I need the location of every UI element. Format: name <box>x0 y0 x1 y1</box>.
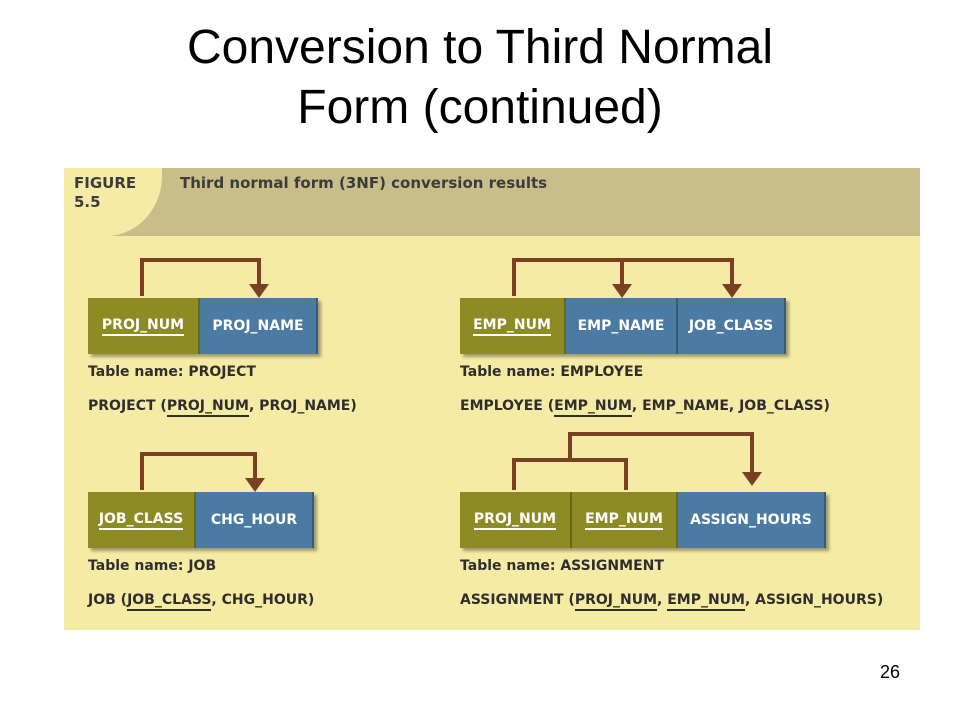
job-arrowhead <box>245 478 265 492</box>
project-cell-proj-name: PROJ_NAME <box>200 298 318 354</box>
assignment-schema: ASSIGNMENT (PROJ_NUM, EMP_NUM, ASSIGN_HO… <box>460 592 883 611</box>
job-cell-chg-hour: CHG_HOUR <box>196 492 314 548</box>
job-cell-job-class: JOB_CLASS <box>88 492 196 548</box>
employee-arrowhead-emp-name <box>612 284 632 298</box>
slide-title-line1: Conversion to Third Normal <box>186 21 773 74</box>
employee-cell-emp-num: EMP_NUM <box>460 298 566 354</box>
project-table-name: Table name: PROJECT <box>88 364 256 380</box>
assignment-cell-proj-num: PROJ_NUM <box>460 492 572 548</box>
assignment-arrowhead <box>742 472 762 486</box>
job-schema-key: JOB_CLASS <box>127 592 212 611</box>
project-schema: PROJECT (PROJ_NUM, PROJ_NAME) <box>88 398 357 417</box>
project-arrowhead <box>249 284 269 298</box>
slide-title: Conversion to Third Normal Form (continu… <box>0 18 960 138</box>
employee-table-name: Table name: EMPLOYEE <box>460 364 644 380</box>
assignment-dependency-arrow <box>568 432 754 478</box>
assignment-key-bracket <box>512 458 628 490</box>
page-number: 26 <box>880 662 901 682</box>
employee-cell-job-class: JOB_CLASS <box>678 298 786 354</box>
employee-schema: EMPLOYEE (EMP_NUM, EMP_NAME, JOB_CLASS) <box>460 398 830 417</box>
figure-caption: Third normal form (3NF) conversion resul… <box>180 174 548 192</box>
project-cell-proj-num: PROJ_NUM <box>88 298 200 354</box>
employee-arrowhead-job-class <box>722 284 742 298</box>
figure-label-line2: 5.5 <box>74 193 101 211</box>
figure-header <box>64 168 920 236</box>
dependency-arrows <box>140 258 762 492</box>
assignment-cell-emp-num: EMP_NUM <box>572 492 678 548</box>
assignment-table-name: Table name: ASSIGNMENT <box>460 558 664 574</box>
assignment-schema-key-emp-num: EMP_NUM <box>667 592 745 611</box>
slide-title-line2: Form (continued) <box>297 81 663 134</box>
figure-panel: FIGURE 5.5 Third normal form (3NF) conve… <box>64 168 920 630</box>
project-schema-key: PROJ_NUM <box>166 398 249 417</box>
employee-cell-emp-name: EMP_NAME <box>566 298 678 354</box>
job-dependency-arrow <box>140 452 257 490</box>
employee-schema-key: EMP_NUM <box>554 398 632 417</box>
job-schema: JOB (JOB_CLASS, CHG_HOUR) <box>88 592 314 611</box>
assignment-cell-assign-hours: ASSIGN_HOURS <box>678 492 826 548</box>
figure-label: FIGURE 5.5 <box>74 174 136 212</box>
project-dependency-arrow <box>140 258 261 296</box>
figure-label-line1: FIGURE <box>74 174 137 192</box>
job-table-name: Table name: JOB <box>88 558 217 574</box>
assignment-schema-key-proj-num: PROJ_NUM <box>574 592 657 611</box>
